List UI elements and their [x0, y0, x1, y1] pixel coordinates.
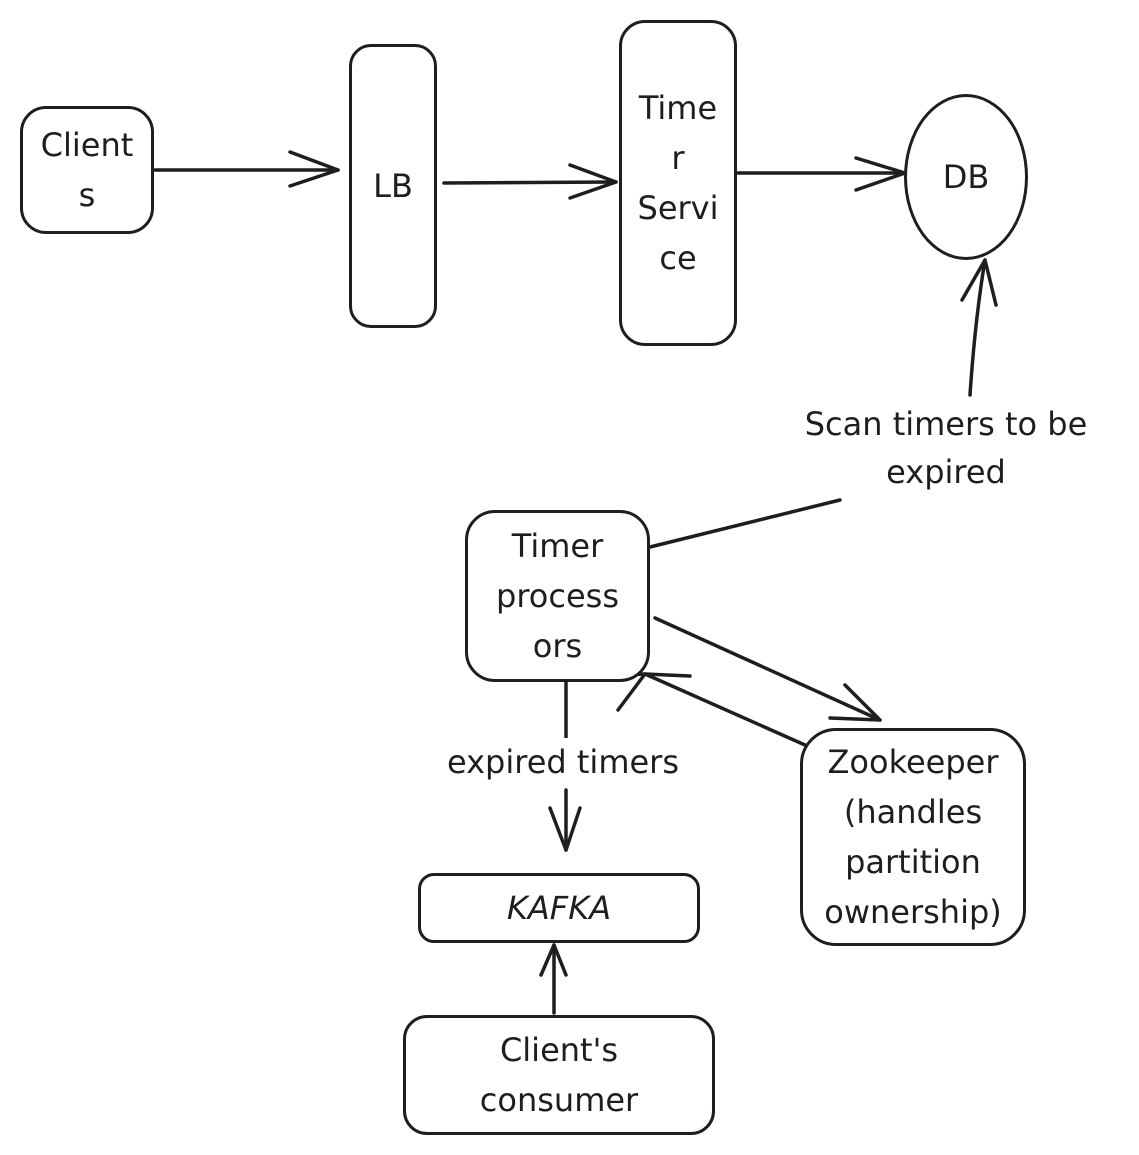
node-label: Client's [499, 1031, 619, 1069]
node-label: Timer [511, 527, 604, 565]
edge-lb-to-timer-service [442, 163, 618, 200]
node-label: ownership) [824, 893, 1002, 931]
edge-label-expired: expired timers [418, 738, 708, 786]
node-client-consumer[interactable]: Client's consumer [403, 1015, 715, 1135]
node-label: ce [659, 239, 697, 277]
node-label: partition [845, 843, 981, 881]
node-db[interactable]: DB [904, 94, 1028, 260]
node-label: (handles [843, 793, 983, 831]
node-label: r [671, 139, 685, 177]
edge-zookeeper-to-processors [615, 672, 807, 747]
node-label: Time [638, 89, 718, 127]
node-kafka[interactable]: KAFKA [418, 873, 700, 943]
node-label: LB [373, 167, 413, 205]
node-timer-processors[interactable]: Timer process ors [465, 510, 650, 682]
node-label: Zookeeper [827, 743, 999, 781]
edge-label-scan: Scan timers to be expired [770, 400, 1122, 496]
node-label: consumer [479, 1081, 639, 1119]
node-label: ors [532, 627, 583, 665]
edge-clients-to-lb [153, 150, 340, 188]
edge-timer-service-to-db [736, 156, 907, 192]
node-lb[interactable]: LB [349, 44, 437, 328]
node-label: s [78, 176, 96, 214]
node-clients[interactable]: Client s [20, 106, 154, 234]
node-label: Servi [637, 189, 719, 227]
node-label: KAFKA [506, 889, 612, 927]
node-label: Client [40, 126, 134, 164]
node-zookeeper[interactable]: Zookeeper (handles partition ownership) [800, 728, 1026, 946]
edge-consumer-to-kafka [539, 943, 568, 1015]
edge-processors-to-kafka [548, 676, 582, 852]
node-timer-service[interactable]: Time r Servi ce [619, 20, 737, 346]
edge-processors-to-db [648, 258, 998, 549]
edge-processors-to-zookeeper [653, 616, 882, 722]
node-label: process [496, 577, 619, 615]
node-label: DB [942, 158, 990, 196]
